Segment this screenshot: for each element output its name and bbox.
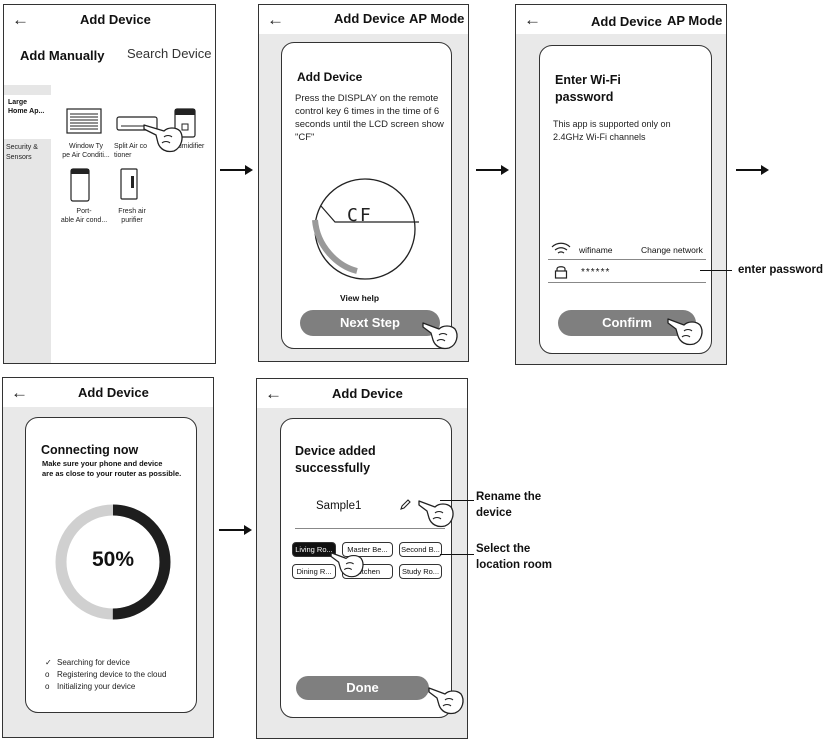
wifi-name-field[interactable]: wifiname [579,245,613,255]
flow-arrow-icon [220,165,254,175]
back-arrow-icon[interactable]: ← [12,10,29,29]
screen-header [516,5,726,34]
ap-mode-label[interactable]: AP Mode [667,13,723,28]
fresh-air-purifier-icon[interactable] [120,168,138,200]
password-divider [548,282,706,283]
portable-air-conditioner-icon[interactable] [70,168,90,202]
lcd-display-text: CF [347,205,373,226]
wifi-channel-note: This app is supported only on 2.4GHz Wi-… [553,119,671,142]
connecting-heading: Connecting now [41,443,139,457]
category-security-sensors[interactable]: Security & Sensors [6,144,38,161]
step-label: Initializing your device [57,682,136,691]
tapping-hand-icon [428,687,464,715]
screen-ap-mode-instructions: ← Add Device AP Mode Add Device Press th… [258,4,469,362]
card-title: Add Device [297,70,363,84]
step-check-icon: ✓ [45,658,52,667]
step-initializing: o Initializing your device [45,681,166,693]
screen-add-device-manual: ← Add Device Add Manually Search Device … [3,4,216,364]
device-label-portable-ac: Port- able Air cond... [60,208,108,224]
back-arrow-icon[interactable]: ← [11,383,28,402]
device-name-field[interactable]: Sample1 [316,500,362,512]
room-chip-dining-room[interactable]: Dining R... [292,564,336,579]
flow-arrow-icon [736,165,770,175]
device-label-window-ac: Window Ty pe Air Conditi... [62,143,110,159]
flow-arrow-icon [219,525,253,535]
password-input[interactable]: ****** [581,267,611,278]
category-large-home-appliances[interactable]: Large Home Ap... [4,95,52,139]
tapping-hand-icon [422,322,458,350]
device-label-fresh-air-purifier: Fresh air purifier [118,208,146,224]
callout-line-password [700,270,732,271]
wifi-password-heading: Enter Wi-Fi password [555,73,621,104]
screen-title: Add Device [80,12,151,27]
device-label-humidifier: humidifier [174,143,205,150]
tab-search-device[interactable]: Search Device [127,46,212,61]
screen-enter-wifi-password: ← Add Device AP Mode Enter Wi-Fi passwor… [515,4,727,365]
content-area: Add Device Press the DISPLAY on the remo… [259,34,468,361]
wifi-card: Enter Wi-Fi password This app is support… [539,45,712,354]
tab-add-manually[interactable]: Add Manually [20,48,105,63]
step-searching: ✓ Searching for device [45,657,166,669]
device-added-card: Device added successfully Sample1 Living… [280,418,452,718]
back-arrow-icon[interactable]: ← [267,10,284,29]
screen-header [257,379,467,408]
screen-device-added: ← Add Device Device added successfully S… [256,378,468,739]
pencil-icon[interactable] [399,499,411,511]
step-pending-icon: o [45,682,50,691]
ap-mode-label[interactable]: AP Mode [409,11,465,26]
content-area: Connecting now Make sure your phone and … [3,407,213,737]
screen-connecting: ← Add Device Connecting now Make sure yo… [2,377,214,738]
callout-rename-device: Rename the device [476,491,542,519]
connecting-card: Connecting now Make sure your phone and … [25,417,197,713]
room-chip-living-room[interactable]: Living Ro... [292,542,336,557]
screen-title: Add Device [332,386,403,401]
room-chip-second-bedroom[interactable]: Second B... [399,542,442,557]
step-label: Searching for device [57,658,130,667]
progress-steps: ✓ Searching for device o Registering devic… [45,657,166,693]
wifi-divider [548,259,706,260]
progress-percent: 50% [91,548,135,571]
screen-header [259,5,468,34]
screen-title: Add Device [591,14,662,29]
callout-line-rename [440,500,474,501]
room-chip-study-room[interactable]: Study Ro... [399,564,442,579]
wifi-icon [551,242,571,254]
instruction-text: Press the DISPLAY on the remote control … [295,93,444,143]
screen-title: Add Device [78,385,149,400]
humidifier-icon[interactable] [174,108,196,138]
content-area: Device added successfully Sample1 Living… [257,408,467,738]
callout-enter-password: enter password [738,264,823,276]
tapping-hand-icon [418,500,454,528]
step-registering: o Registering device to the cloud [45,669,166,681]
lock-icon [554,266,568,279]
tapping-hand-icon [667,318,703,346]
connecting-subtitle: Make sure your phone and device are as c… [42,459,182,478]
screen-header [3,378,213,407]
back-arrow-icon[interactable]: ← [265,384,282,403]
step-pending-icon: o [45,670,50,679]
device-name-divider [295,528,445,529]
remote-lcd-illustration [312,178,419,280]
back-arrow-icon[interactable]: ← [524,10,541,29]
done-button[interactable]: Done [296,676,429,700]
instruction-card: Add Device Press the DISPLAY on the remo… [281,42,452,349]
tapping-hand-icon [330,552,364,578]
flow-arrow-icon [476,165,510,175]
change-network-link[interactable]: Change network [641,245,703,255]
screen-title: Add Device [334,11,405,26]
view-help-link[interactable]: View help [340,293,380,303]
progress-ring [55,504,171,620]
confirm-button[interactable]: Confirm [558,310,696,336]
callout-select-room: Select the location room [476,543,553,571]
window-air-conditioner-icon[interactable] [66,108,102,134]
next-step-button[interactable]: Next Step [300,310,440,336]
room-chip-master-bedroom[interactable]: Master Be... [342,542,393,557]
device-added-heading: Device added successfully [295,444,376,475]
step-label: Registering device to the cloud [57,670,167,679]
device-label-split-ac: Split Air co tioner [114,143,148,159]
tapping-hand-icon [143,124,183,153]
progress-ring-fill [55,504,171,620]
callout-line-room [440,554,474,555]
content-area: Enter Wi-Fi password This app is support… [516,34,726,364]
